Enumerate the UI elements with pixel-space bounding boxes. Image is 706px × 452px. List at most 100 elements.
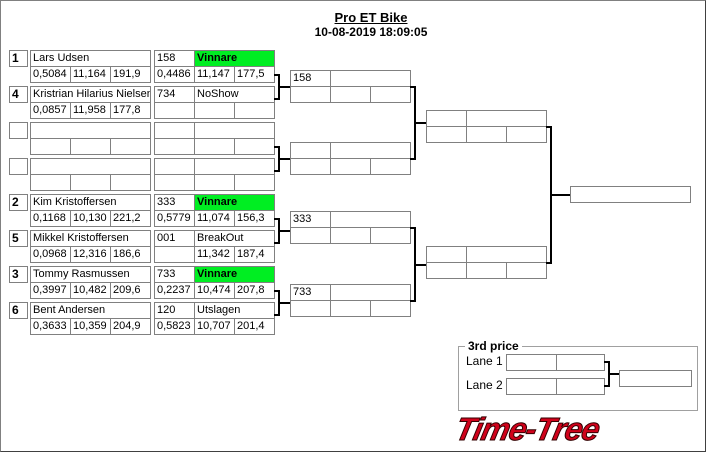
final-elapsed-time[interactable]: 10,707 <box>194 318 235 335</box>
round2-bike-result[interactable] <box>330 142 411 159</box>
seed-box[interactable]: 4 <box>9 86 28 103</box>
seed-box[interactable]: 5 <box>9 230 28 247</box>
semi-bike[interactable] <box>426 246 467 263</box>
reaction-time[interactable]: 0,3633 <box>30 318 71 335</box>
reaction-time[interactable]: 0,0968 <box>30 246 71 263</box>
semi-bike-et[interactable] <box>466 262 507 279</box>
result-status[interactable]: Vinnare <box>194 194 275 211</box>
third-place-result[interactable] <box>619 370 692 387</box>
round2-bike-rt[interactable] <box>290 227 331 244</box>
result-status[interactable]: NoShow <box>194 86 275 103</box>
elapsed-time[interactable]: 10,130 <box>70 210 111 227</box>
final-speed[interactable] <box>234 102 275 119</box>
final-box[interactable] <box>570 186 691 203</box>
racer-name[interactable]: Bent Andersen <box>30 302 151 319</box>
round2-bike[interactable]: 733 <box>290 284 331 301</box>
racer-name[interactable]: Kim Kristoffersen <box>30 194 151 211</box>
final-reaction-time[interactable]: 0,5779 <box>154 210 195 227</box>
final-reaction-time[interactable] <box>154 246 195 263</box>
elapsed-time[interactable]: 12,316 <box>70 246 111 263</box>
round2-bike-result[interactable] <box>330 211 411 228</box>
round2-bike-speed[interactable] <box>370 86 411 103</box>
reaction-time[interactable]: 0,0857 <box>30 102 71 119</box>
final-reaction-time[interactable] <box>154 138 195 155</box>
elapsed-time[interactable]: 10,359 <box>70 318 111 335</box>
seed-box[interactable]: 3 <box>9 266 28 283</box>
semi-bike-rt[interactable] <box>426 262 467 279</box>
semi-bike-result[interactable] <box>466 110 547 127</box>
reaction-time[interactable] <box>30 138 71 155</box>
speed[interactable] <box>110 138 151 155</box>
racer-name[interactable]: Kristrian Hilarius Nielsen <box>30 86 151 103</box>
semi-bike[interactable] <box>426 110 467 127</box>
round2-bike-speed[interactable] <box>370 227 411 244</box>
round2-bike-et[interactable] <box>330 158 371 175</box>
speed[interactable]: 209,6 <box>110 282 151 299</box>
result-status[interactable]: BreakOut <box>194 230 275 247</box>
elapsed-time[interactable]: 11,164 <box>70 66 111 83</box>
seed-box[interactable]: 1 <box>9 50 28 67</box>
final-speed[interactable]: 187,4 <box>234 246 275 263</box>
elapsed-time[interactable]: 10,482 <box>70 282 111 299</box>
semi-bike-rt[interactable] <box>426 126 467 143</box>
bike-number[interactable]: 001 <box>154 230 195 247</box>
final-elapsed-time[interactable] <box>194 138 235 155</box>
speed[interactable]: 221,2 <box>110 210 151 227</box>
seed-box[interactable] <box>9 158 28 175</box>
final-reaction-time[interactable]: 0,4486 <box>154 66 195 83</box>
bike-number[interactable]: 120 <box>154 302 195 319</box>
elapsed-time[interactable]: 11,958 <box>70 102 111 119</box>
final-elapsed-time[interactable] <box>194 174 235 191</box>
result-status[interactable]: Vinnare <box>194 266 275 283</box>
seed-box[interactable]: 2 <box>9 194 28 211</box>
final-speed[interactable]: 207,8 <box>234 282 275 299</box>
final-elapsed-time[interactable]: 11,147 <box>194 66 235 83</box>
round2-bike-et[interactable] <box>330 86 371 103</box>
speed[interactable]: 177,8 <box>110 102 151 119</box>
round2-bike-rt[interactable] <box>290 158 331 175</box>
final-reaction-time[interactable]: 0,5823 <box>154 318 195 335</box>
seed-box[interactable] <box>9 122 28 139</box>
result-status[interactable] <box>194 158 275 175</box>
final-reaction-time[interactable]: 0,2237 <box>154 282 195 299</box>
bike-number[interactable]: 333 <box>154 194 195 211</box>
final-elapsed-time[interactable]: 11,342 <box>194 246 235 263</box>
bike-number[interactable]: 158 <box>154 50 195 67</box>
bike-number[interactable]: 734 <box>154 86 195 103</box>
round2-bike-et[interactable] <box>330 227 371 244</box>
final-reaction-time[interactable] <box>154 102 195 119</box>
bike-number[interactable] <box>154 122 195 139</box>
reaction-time[interactable] <box>30 174 71 191</box>
elapsed-time[interactable] <box>70 174 111 191</box>
round2-bike-speed[interactable] <box>370 158 411 175</box>
round2-bike-result[interactable] <box>330 70 411 87</box>
round2-bike[interactable]: 333 <box>290 211 331 228</box>
final-elapsed-time[interactable]: 10,474 <box>194 282 235 299</box>
speed[interactable]: 191,9 <box>110 66 151 83</box>
final-speed[interactable] <box>234 174 275 191</box>
reaction-time[interactable]: 0,3997 <box>30 282 71 299</box>
elapsed-time[interactable] <box>70 138 111 155</box>
final-speed[interactable]: 156,3 <box>234 210 275 227</box>
semi-bike-et[interactable] <box>466 126 507 143</box>
round2-bike-result[interactable] <box>330 284 411 301</box>
round2-bike-rt[interactable] <box>290 86 331 103</box>
racer-name[interactable]: Tommy Rasmussen <box>30 266 151 283</box>
semi-bike-speed[interactable] <box>506 126 547 143</box>
speed[interactable]: 186,6 <box>110 246 151 263</box>
result-status[interactable] <box>194 122 275 139</box>
final-reaction-time[interactable] <box>154 174 195 191</box>
racer-name[interactable] <box>30 158 151 175</box>
racer-name[interactable]: Lars Udsen <box>30 50 151 67</box>
final-speed[interactable]: 201,4 <box>234 318 275 335</box>
round2-bike[interactable] <box>290 142 331 159</box>
racer-name[interactable]: Mikkel Kristoffersen <box>30 230 151 247</box>
bike-number[interactable] <box>154 158 195 175</box>
seed-box[interactable]: 6 <box>9 302 28 319</box>
round2-bike-speed[interactable] <box>370 300 411 317</box>
reaction-time[interactable]: 0,1168 <box>30 210 71 227</box>
final-elapsed-time[interactable] <box>194 102 235 119</box>
speed[interactable] <box>110 174 151 191</box>
semi-bike-result[interactable] <box>466 246 547 263</box>
final-speed[interactable]: 177,5 <box>234 66 275 83</box>
